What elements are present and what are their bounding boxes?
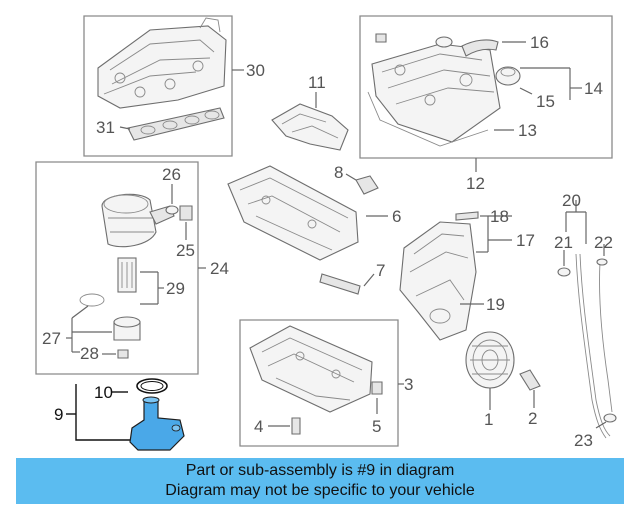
callout-26: 26 bbox=[162, 165, 181, 184]
callout-13: 13 bbox=[518, 121, 537, 140]
callout-22: 22 bbox=[594, 233, 613, 252]
callout-12: 12 bbox=[466, 174, 485, 193]
info-banner: Part or sub-assembly is #9 in diagram Di… bbox=[16, 458, 624, 504]
banner-line-2: Diagram may not be specific to your vehi… bbox=[165, 482, 475, 499]
valve-cover-group bbox=[359, 15, 613, 172]
callout-17: 17 bbox=[516, 231, 535, 250]
callout-18: 18 bbox=[490, 207, 509, 226]
part-1-pulley bbox=[465, 331, 515, 410]
callout-23: 23 bbox=[574, 431, 593, 450]
highlighted-part-9 bbox=[66, 378, 185, 451]
callout-14: 14 bbox=[584, 79, 603, 98]
callout-11: 11 bbox=[308, 73, 326, 92]
callout-8: 8 bbox=[334, 163, 343, 182]
part-2-bolt bbox=[519, 369, 541, 408]
callout-15: 15 bbox=[536, 92, 555, 111]
callout-1: 1 bbox=[484, 410, 493, 429]
callout-29: 29 bbox=[166, 279, 185, 298]
oil-pan-lower-group bbox=[239, 319, 404, 447]
callout-6: 6 bbox=[392, 207, 401, 226]
callout-2: 2 bbox=[528, 409, 537, 428]
callout-16: 16 bbox=[530, 33, 549, 52]
dipstick-group bbox=[557, 200, 617, 439]
callout-19: 19 bbox=[486, 295, 505, 314]
banner-line-1: Part or sub-assembly is #9 in diagram bbox=[185, 462, 455, 479]
callout-21: 21 bbox=[554, 233, 573, 252]
part-8-sensor bbox=[345, 173, 379, 195]
callout-25: 25 bbox=[176, 241, 195, 260]
callout-27: 27 bbox=[42, 329, 61, 348]
oil-filter-group bbox=[35, 161, 206, 375]
callout-9: 9 bbox=[54, 405, 63, 424]
part-6-oil-pan-upper bbox=[227, 165, 388, 261]
callout-3: 3 bbox=[404, 375, 413, 394]
oil-pickup-part-9 bbox=[129, 399, 185, 451]
callout-31: 31 bbox=[96, 118, 115, 137]
callout-24: 24 bbox=[210, 259, 229, 278]
callout-28: 28 bbox=[80, 344, 99, 363]
callout-30: 30 bbox=[246, 61, 265, 80]
part-17-timing-cover bbox=[399, 211, 512, 341]
intake-manifold-group bbox=[83, 15, 244, 157]
callout-4: 4 bbox=[254, 417, 263, 436]
part-11-baffle bbox=[271, 92, 349, 151]
callout-5: 5 bbox=[372, 417, 381, 436]
part-7-sealant bbox=[319, 273, 375, 295]
callout-10: 10 bbox=[94, 383, 113, 402]
callout-7: 7 bbox=[376, 261, 385, 280]
callout-20: 20 bbox=[562, 191, 581, 210]
